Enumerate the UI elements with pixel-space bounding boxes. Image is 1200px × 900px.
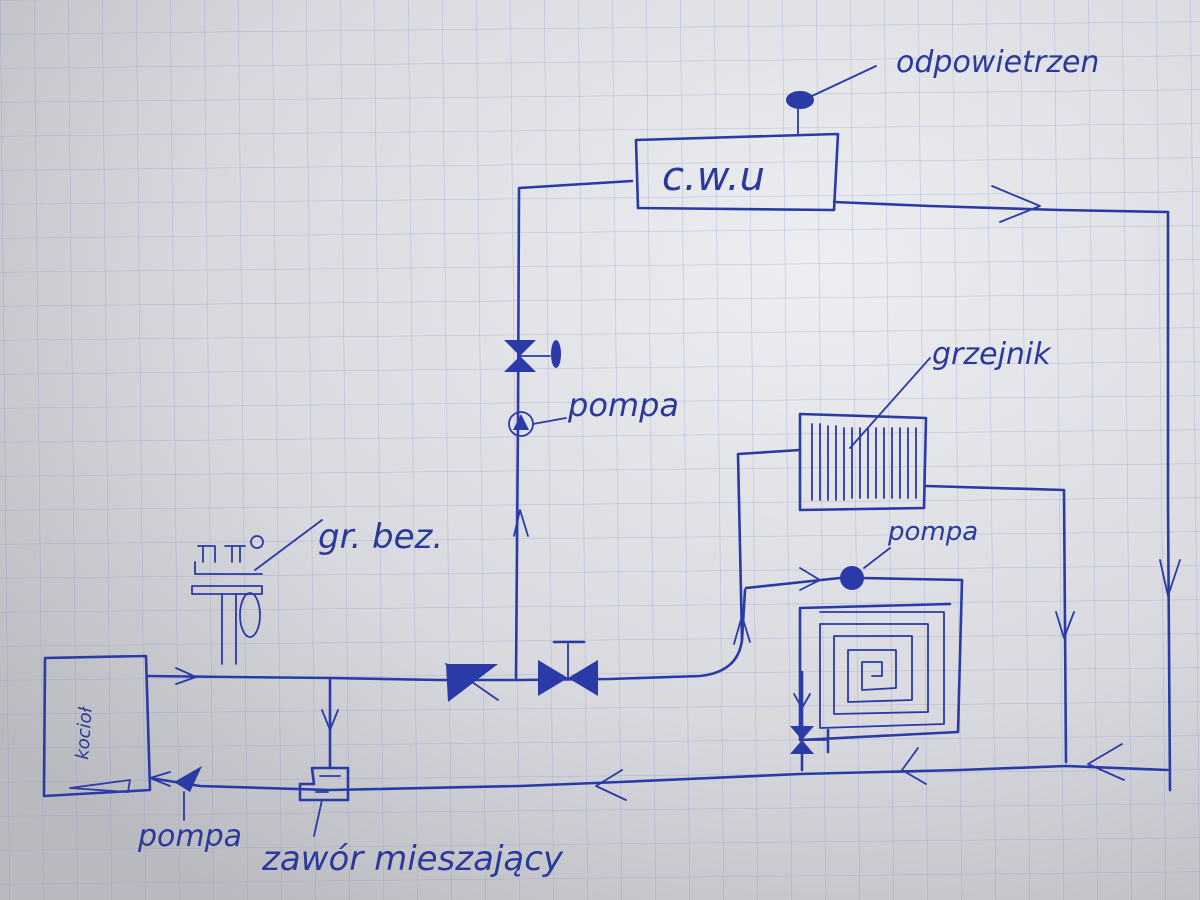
hot-water-tank-label: c.w.u (662, 154, 765, 200)
floor-valve (790, 726, 830, 754)
return-pipe (148, 764, 1170, 792)
hot-water-tank: c.w.u (634, 132, 840, 212)
riser-pump: pompa (508, 386, 679, 437)
boiler-label: kocioł (72, 706, 97, 761)
floor-heating-coil (798, 576, 964, 742)
mixing-valve-label: zawór mieszający (261, 839, 564, 879)
boiler: kocioł (42, 654, 152, 798)
riser-pump-label: pompa (567, 386, 679, 424)
radiator-return-pipe (924, 484, 1068, 764)
safety-group-label: gr. bez. (318, 517, 443, 557)
radiator-label: grzejnik (932, 337, 1052, 372)
safety-group: gr. bez. (191, 517, 443, 665)
radiator-supply-pipe (736, 448, 802, 642)
mixing-valve: zawór mieszający (261, 766, 564, 879)
supply-pipe (146, 588, 747, 682)
cwu-return-pipe (832, 200, 1172, 792)
return-pump-label: pompa (137, 819, 242, 854)
check-valve (445, 663, 499, 702)
riser-pipe (514, 179, 634, 680)
air-vent-label: odpowietrzen (896, 45, 1099, 80)
ball-valve (504, 340, 561, 372)
return-pump: pompa (137, 766, 242, 854)
floor-supply-pipe (744, 576, 842, 590)
radiator: grzejnik (798, 337, 1052, 512)
riser-valve (538, 640, 598, 696)
air-vent: odpowietrzen (786, 45, 1099, 135)
floor-pump: pompa (840, 517, 978, 590)
floor-pump-label: pompa (887, 517, 978, 547)
